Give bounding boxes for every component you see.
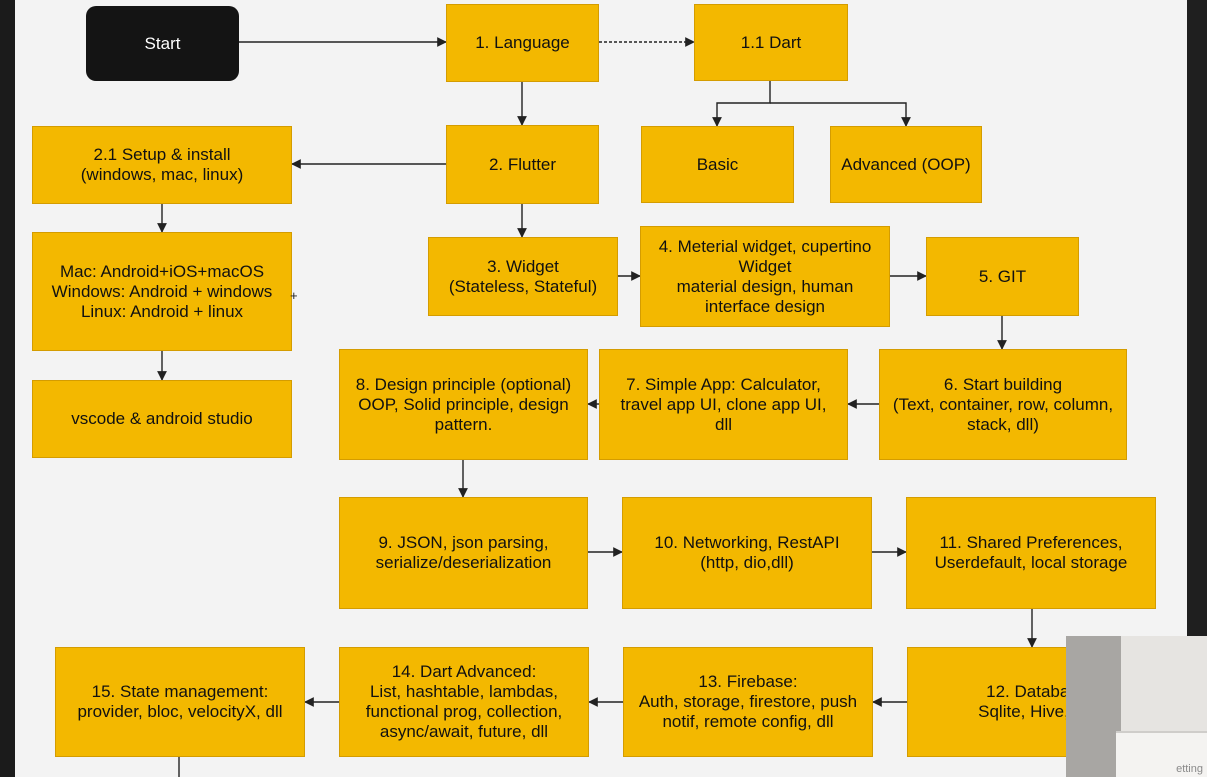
crosshair-cursor-icon: + <box>290 288 298 303</box>
node-design-principle: 8. Design principle (optional) OOP, Soli… <box>339 349 588 460</box>
node-git: 5. GIT <box>926 237 1079 316</box>
arrow-dart-to-advanced <box>770 102 911 127</box>
start-node: Start <box>86 6 239 81</box>
node-vscode-android-studio: vscode & android studio <box>32 380 292 458</box>
node-state-management: 15. State management: provider, bloc, ve… <box>55 647 305 757</box>
webcam-door <box>1116 731 1207 777</box>
node-basic: Basic <box>641 126 794 203</box>
node-dart-advanced: 14. Dart Advanced: List, hashtable, lamb… <box>339 647 589 757</box>
node-shared-preferences: 11. Shared Preferences, Userdefault, loc… <box>906 497 1156 609</box>
node-firebase: 13. Firebase: Auth, storage, firestore, … <box>623 647 873 757</box>
node-start-building: 6. Start building (Text, container, row,… <box>879 349 1127 460</box>
node-simple-app: 7. Simple App: Calculator, travel app UI… <box>599 349 848 460</box>
window-edge <box>1187 0 1207 777</box>
node-language: 1. Language <box>446 4 599 82</box>
node-platforms: Mac: Android+iOS+macOS Windows: Android … <box>32 232 292 351</box>
webcam-caption: etting <box>1176 763 1203 775</box>
node-widget: 3. Widget (Stateless, Stateful) <box>428 237 618 316</box>
node-dart: 1.1 Dart <box>694 4 848 81</box>
node-networking: 10. Networking, RestAPI (http, dio,dll) <box>622 497 872 609</box>
node-advanced-oop: Advanced (OOP) <box>830 126 982 203</box>
node-setup-install: 2.1 Setup & install (windows, mac, linux… <box>32 126 292 204</box>
arrow-dart-to-basic <box>712 81 771 127</box>
node-flutter: 2. Flutter <box>446 125 599 204</box>
node-material-widget: 4. Meterial widget, cupertino Widget mat… <box>640 226 890 327</box>
node-json: 9. JSON, json parsing, serialize/deseria… <box>339 497 588 609</box>
webcam-overlay: etting <box>1066 636 1207 777</box>
webcam-shadow <box>1066 636 1121 777</box>
